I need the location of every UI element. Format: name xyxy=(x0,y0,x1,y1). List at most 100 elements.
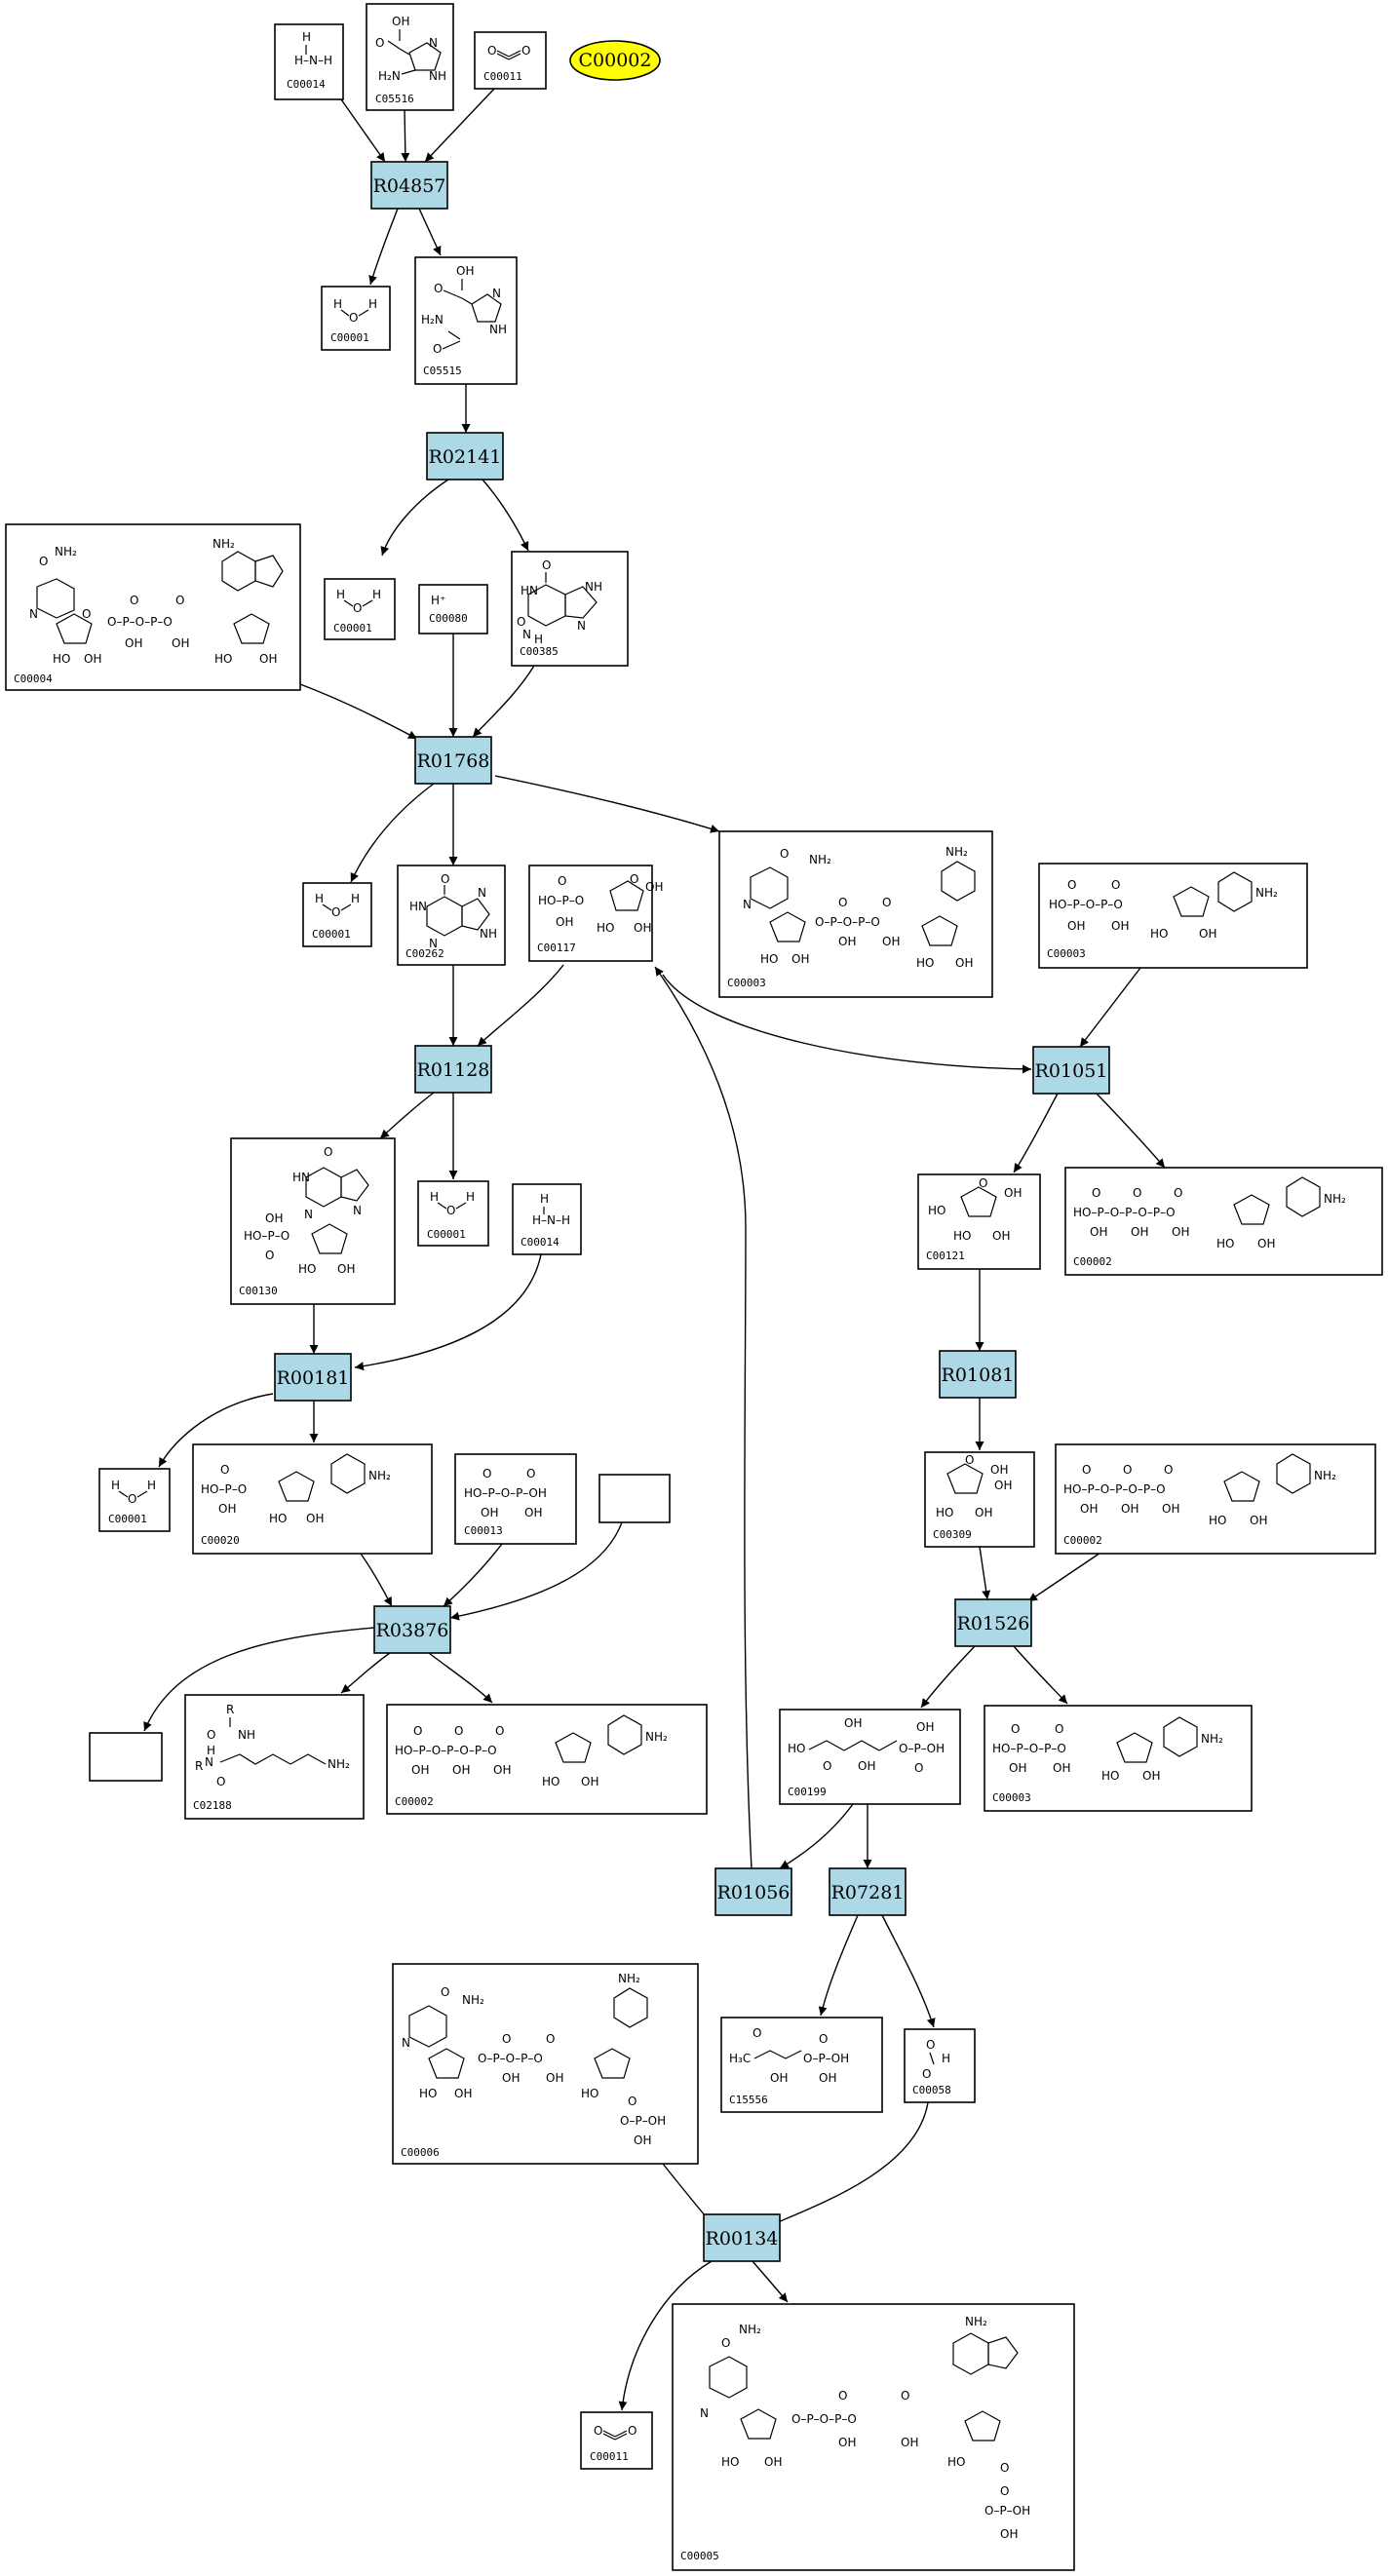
svg-text:OH: OH xyxy=(337,1262,355,1276)
svg-text:O: O xyxy=(446,1204,455,1217)
svg-text:O: O xyxy=(914,1761,923,1775)
compound-c00002-a[interactable]: HO–P–O–P–O–P–O O O O OH OH OH NH₂ HO OH … xyxy=(1064,1167,1383,1276)
svg-text:H: H xyxy=(372,588,381,601)
compound-c00117[interactable]: HO–P–O O OH O OH HO OH C00117 xyxy=(528,865,663,962)
compound-label: C00011 xyxy=(483,70,522,83)
compound-c00001-4[interactable]: H O H C00001 xyxy=(417,1180,489,1247)
svg-text:HO: HO xyxy=(419,2087,437,2100)
svg-text:H: H xyxy=(534,633,543,646)
compound-empty-1[interactable] xyxy=(598,1474,671,1523)
compound-c00006[interactable]: O NH₂ N HO OH O–P–O–P–O O O OH OH NH₂ HO… xyxy=(392,1963,699,2165)
compound-empty-2[interactable] xyxy=(89,1732,163,1782)
compound-c00014-2[interactable]: H H–N–H C00014 xyxy=(512,1183,582,1255)
compound-c00004[interactable]: NH₂ O N O HO OH O–P–O–P–O O O OH OH NH₂ … xyxy=(5,523,301,691)
compound-c00002-c[interactable]: HO–P–O–P–O–P–O O O O OH OH OH NH₂ HO OH … xyxy=(386,1704,708,1815)
compound-c00011-top[interactable]: O O C00011 xyxy=(474,31,547,90)
reaction-r00134[interactable]: R00134 xyxy=(703,2213,781,2262)
reaction-r01081[interactable]: R01081 xyxy=(939,1350,1017,1399)
svg-text:O: O xyxy=(434,282,443,295)
compound-c02188[interactable]: R O NH R N H O NH₂ C02188 xyxy=(184,1694,365,1820)
svg-text:HO: HO xyxy=(298,1262,316,1276)
compound-c00003-a[interactable]: O NH₂ N HO OH O–P–O–P–O O O OH OH NH₂ HO… xyxy=(718,830,993,998)
svg-text:OH: OH xyxy=(645,880,663,894)
reaction-r01128[interactable]: R01128 xyxy=(414,1045,492,1094)
reaction-r07281[interactable]: R07281 xyxy=(829,1867,907,1916)
compound-c15556[interactable]: O H₃C O–P–OH OH O OH C15556 xyxy=(720,2017,883,2113)
compound-c05516[interactable]: OH O N NH H₂N C05516 xyxy=(366,3,454,111)
svg-text:N: N xyxy=(429,937,438,950)
svg-text:OH: OH xyxy=(481,1506,498,1519)
svg-text:OH: OH xyxy=(791,952,809,966)
svg-text:OH: OH xyxy=(770,2071,788,2085)
compound-c00014-top[interactable]: H H–N–H C00014 xyxy=(274,23,344,100)
compound-c00003-c[interactable]: HO–P–O–P–O O O OH OH NH₂ HO OH C00003 xyxy=(984,1705,1253,1812)
reaction-r01051[interactable]: R01051 xyxy=(1032,1046,1110,1095)
compound-c00001-2[interactable]: H O H C00001 xyxy=(324,578,396,640)
svg-text:O: O xyxy=(1164,1463,1173,1477)
compound-c00130[interactable]: O HN N N HO–P–O OH O HO OH C00130 xyxy=(230,1137,396,1305)
reaction-label: R03876 xyxy=(376,1620,449,1641)
svg-text:O: O xyxy=(628,2095,637,2108)
compound-c00001-1[interactable]: H O H C00001 xyxy=(321,286,391,351)
svg-text:O: O xyxy=(926,2038,935,2052)
reaction-r01056[interactable]: R01056 xyxy=(714,1867,792,1916)
compound-c00080[interactable]: H⁺ C00080 xyxy=(418,584,488,634)
svg-text:O: O xyxy=(838,896,847,909)
reaction-r01768[interactable]: R01768 xyxy=(414,736,492,785)
svg-text:OH: OH xyxy=(1111,919,1129,933)
compound-c00011-bottom[interactable]: O O C00011 xyxy=(580,2411,653,2470)
svg-text:NH₂: NH₂ xyxy=(1324,1192,1346,1206)
svg-text:O: O xyxy=(349,311,358,325)
compound-label: C00014 xyxy=(521,1236,559,1249)
svg-text:OH: OH xyxy=(502,2071,520,2085)
compound-c00003-b[interactable]: HO–P–O–P–O O O OH OH NH₂ HO OH C00003 xyxy=(1038,863,1308,969)
compound-c00001-5[interactable]: H O H C00001 xyxy=(98,1468,171,1532)
compound-c00385[interactable]: O NH N HN O H N C00385 xyxy=(511,551,629,667)
svg-text:N: N xyxy=(29,607,38,621)
svg-text:OH: OH xyxy=(838,935,856,948)
svg-text:H–N–H: H–N–H xyxy=(294,54,332,67)
svg-text:HO–P–O–P–O: HO–P–O–P–O xyxy=(992,1742,1066,1755)
reaction-r04857[interactable]: R04857 xyxy=(370,161,448,210)
compound-label: C00002 xyxy=(395,1795,434,1808)
svg-text:HO–P–O–P–O–P–O: HO–P–O–P–O–P–O xyxy=(395,1744,497,1757)
svg-text:O: O xyxy=(216,1775,225,1788)
svg-text:N: N xyxy=(700,2406,709,2420)
svg-text:HO: HO xyxy=(597,921,614,935)
reaction-r01526[interactable]: R01526 xyxy=(954,1598,1032,1647)
svg-text:H: H xyxy=(302,30,311,44)
svg-text:OH: OH xyxy=(992,1229,1010,1243)
compound-c00121[interactable]: O OH HO HO OH C00121 xyxy=(917,1173,1041,1270)
compound-c05515[interactable]: OH O N NH H₂N O C05515 xyxy=(414,256,518,385)
compound-label: C00003 xyxy=(727,977,766,989)
svg-text:HO: HO xyxy=(936,1506,953,1519)
svg-text:N: N xyxy=(402,2036,410,2050)
svg-text:HN: HN xyxy=(292,1171,310,1184)
svg-text:HO: HO xyxy=(953,1229,971,1243)
reaction-r00181[interactable]: R00181 xyxy=(274,1353,352,1402)
svg-text:O: O xyxy=(353,601,362,615)
svg-text:NH: NH xyxy=(585,580,602,594)
compound-c00058[interactable]: O H O C00058 xyxy=(904,2028,976,2103)
compound-c00005[interactable]: NH₂ O N HO OH O–P–O–P–O O O OH OH NH₂ HO… xyxy=(672,2303,1075,2571)
svg-text:OH: OH xyxy=(882,935,900,948)
compound-c00002-b[interactable]: HO–P–O–P–O–P–O O O O OH OH OH NH₂ HO OH … xyxy=(1055,1443,1376,1555)
svg-text:OH: OH xyxy=(524,1506,542,1519)
compound-c00020[interactable]: HO–P–O O OH NH₂ HO OH C00020 xyxy=(192,1443,433,1555)
compound-c00309[interactable]: O OH OH HO OH C00309 xyxy=(924,1451,1035,1548)
compound-c00262[interactable]: O HN N NH N C00262 xyxy=(397,865,506,966)
compound-formula: H⁺ xyxy=(431,594,445,607)
svg-text:O: O xyxy=(558,874,566,888)
edges xyxy=(143,87,1166,2411)
compound-label: C00058 xyxy=(912,2084,951,2096)
compound-c00001-3[interactable]: H O H C00001 xyxy=(302,882,372,947)
highlight-label: C00002 xyxy=(579,50,652,71)
highlight-compound-c00002[interactable]: C00002 xyxy=(569,40,661,81)
svg-text:NH₂: NH₂ xyxy=(462,1993,484,2007)
svg-text:O: O xyxy=(780,847,789,861)
compound-c00199[interactable]: OH OH HO O–P–OH O OH O C00199 xyxy=(779,1709,961,1805)
reaction-r03876[interactable]: R03876 xyxy=(373,1605,451,1654)
reaction-r02141[interactable]: R02141 xyxy=(426,432,504,481)
compound-c00013[interactable]: HO–P–O–P–OH O O OH OH C00013 xyxy=(454,1453,577,1545)
svg-text:NH₂: NH₂ xyxy=(328,1757,350,1771)
